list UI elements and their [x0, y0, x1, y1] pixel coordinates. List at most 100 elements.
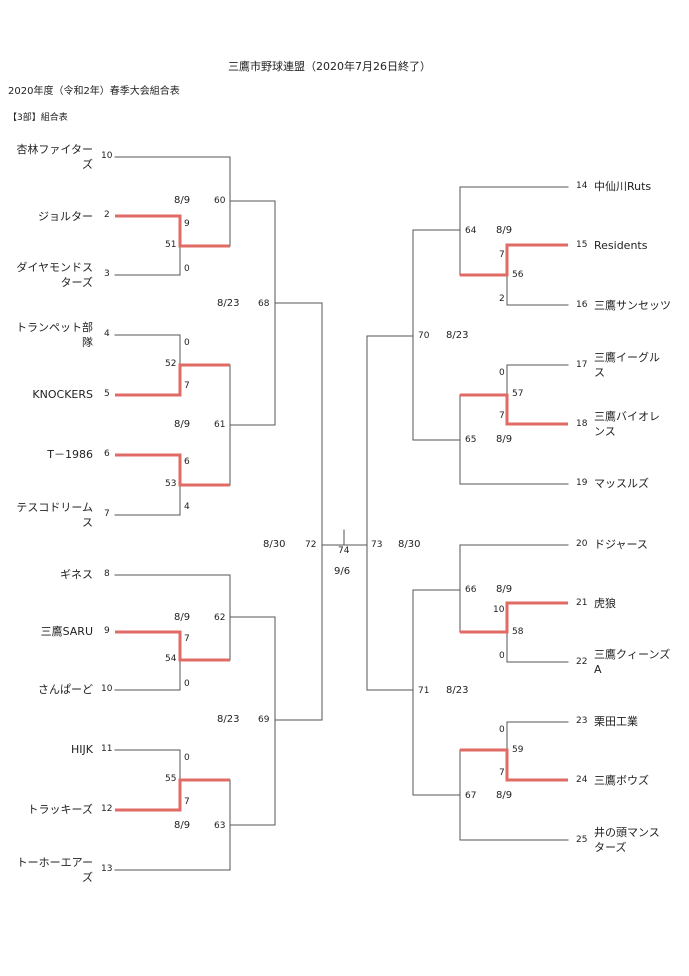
- left-seed-13: 13: [101, 864, 113, 874]
- game-61: 61: [214, 420, 226, 430]
- right-seed-21: 21: [576, 598, 588, 608]
- left-team-2: ジョルター: [0, 209, 93, 224]
- team-name: Residents: [594, 239, 648, 252]
- right-seed-18: 18: [576, 419, 588, 429]
- left-seed-11: 11: [101, 744, 113, 754]
- right-team-23: 栗田工業: [594, 714, 638, 729]
- score-g59-bot: 7: [499, 768, 505, 778]
- score-g51-bot: 0: [184, 264, 190, 274]
- score-g58-top: 10: [493, 605, 505, 615]
- left-seed-1: 10: [101, 151, 113, 161]
- game-57: 57: [512, 389, 524, 399]
- team-name: 三鷹ボウズ: [594, 774, 649, 787]
- game-73: 73: [371, 540, 383, 550]
- right-seed-25: 25: [576, 835, 588, 845]
- game-52: 52: [165, 359, 177, 369]
- left-seed-4: 4: [104, 329, 110, 339]
- left-team-11: HIJK: [0, 742, 93, 757]
- team-name: T－1986: [47, 448, 93, 461]
- right-seed-16: 16: [576, 300, 588, 310]
- left-seed-2: 2: [104, 210, 110, 220]
- score-g52-bot: 7: [184, 381, 190, 391]
- right-seed-15: 15: [576, 240, 588, 250]
- left-seed-7: 7: [104, 509, 110, 519]
- game-70: 70: [418, 331, 430, 341]
- right-team-15: Residents: [594, 238, 647, 253]
- date-g60: 8/9: [174, 195, 191, 206]
- team-name: 三鷹イーグル ス: [594, 351, 660, 379]
- game-58: 58: [512, 627, 524, 637]
- left-seed-5: 5: [104, 389, 110, 399]
- left-team-10: さんぱーど: [0, 682, 93, 697]
- date-g64: 8/9: [496, 225, 513, 236]
- team-name: ジョルター: [38, 210, 93, 223]
- page-title: 三鷹市野球連盟（2020年7月26日終了）: [228, 60, 431, 73]
- team-name: トラッキーズ: [27, 803, 93, 816]
- left-team-4: トランペット部 隊: [0, 320, 93, 350]
- team-name: 三鷹バイオレ ンス: [594, 410, 660, 438]
- team-name: ドジャース: [594, 538, 648, 551]
- right-team-16: 三鷹サンセッツ: [594, 298, 671, 313]
- right-team-18: 三鷹バイオレ ンス: [594, 409, 660, 439]
- date-g62: 8/9: [174, 612, 191, 623]
- left-team-13: トーホーエアー ズ: [0, 855, 93, 885]
- score-g59-top: 0: [499, 725, 505, 735]
- date-g65: 8/9: [496, 434, 513, 445]
- game-66: 66: [465, 585, 477, 595]
- date-g72: 8/30: [263, 539, 286, 550]
- team-name: KNOCKERS: [32, 388, 93, 401]
- team-name: 井の頭マンス ターズ: [594, 826, 660, 854]
- score-g54-top: 7: [184, 634, 190, 644]
- right-seed-19: 19: [576, 478, 588, 488]
- game-63: 63: [214, 821, 226, 831]
- game-64: 64: [465, 226, 477, 236]
- date-g67: 8/9: [496, 790, 513, 801]
- left-seed-10: 10: [101, 684, 113, 694]
- score-g54-bot: 0: [184, 679, 190, 689]
- left-seed-3: 3: [104, 269, 110, 279]
- left-team-12: トラッキーズ: [0, 802, 93, 817]
- team-name: さんぱーど: [38, 683, 93, 696]
- score-g55-bot: 7: [184, 797, 190, 807]
- team-name: 杏林ファイター ズ: [16, 143, 93, 171]
- date-g70: 8/23: [446, 330, 469, 341]
- left-team-1: 杏林ファイター ズ: [0, 142, 93, 172]
- game-56: 56: [512, 270, 524, 280]
- score-g56-bot: 2: [499, 294, 505, 304]
- right-team-22: 三鷹クィーンズ A: [594, 647, 670, 677]
- team-name: マッスルズ: [594, 477, 649, 490]
- date-g71: 8/23: [446, 685, 469, 696]
- right-team-21: 虎狼: [594, 596, 616, 611]
- team-name: トランペット部 隊: [16, 321, 93, 349]
- game-53: 53: [165, 479, 177, 489]
- division-label: 【3部】組合表: [8, 113, 68, 123]
- right-seed-24: 24: [576, 775, 588, 785]
- team-name: ギネス: [60, 568, 93, 581]
- left-seed-6: 6: [104, 449, 110, 459]
- score-g56-top: 7: [499, 250, 505, 260]
- date-final: 9/6: [334, 566, 351, 577]
- date-g68: 8/23: [217, 298, 240, 309]
- score-g53-bot: 4: [184, 502, 190, 512]
- right-seed-22: 22: [576, 657, 588, 667]
- game-51: 51: [165, 240, 177, 250]
- game-74-final: 74: [338, 546, 350, 556]
- right-seed-14: 14: [576, 181, 588, 191]
- game-67: 67: [465, 791, 477, 801]
- team-name: テスコドリーム ス: [16, 501, 93, 529]
- team-name: トーホーエアー ズ: [16, 856, 93, 884]
- team-name: 三鷹サンセッツ: [594, 299, 671, 312]
- team-name: 中仙川Ruts: [594, 180, 652, 193]
- game-72: 72: [305, 540, 317, 550]
- team-name: 虎狼: [594, 597, 616, 610]
- left-team-3: ダイヤモンドス ターズ: [0, 260, 93, 290]
- left-seed-8: 8: [104, 569, 110, 579]
- game-55: 55: [165, 774, 177, 784]
- score-g58-bot: 0: [499, 651, 505, 661]
- game-62: 62: [214, 613, 226, 623]
- score-g57-bot: 7: [499, 411, 505, 421]
- date-g63: 8/9: [174, 820, 191, 831]
- right-team-24: 三鷹ボウズ: [594, 773, 649, 788]
- team-name: 三鷹SARU: [40, 625, 93, 638]
